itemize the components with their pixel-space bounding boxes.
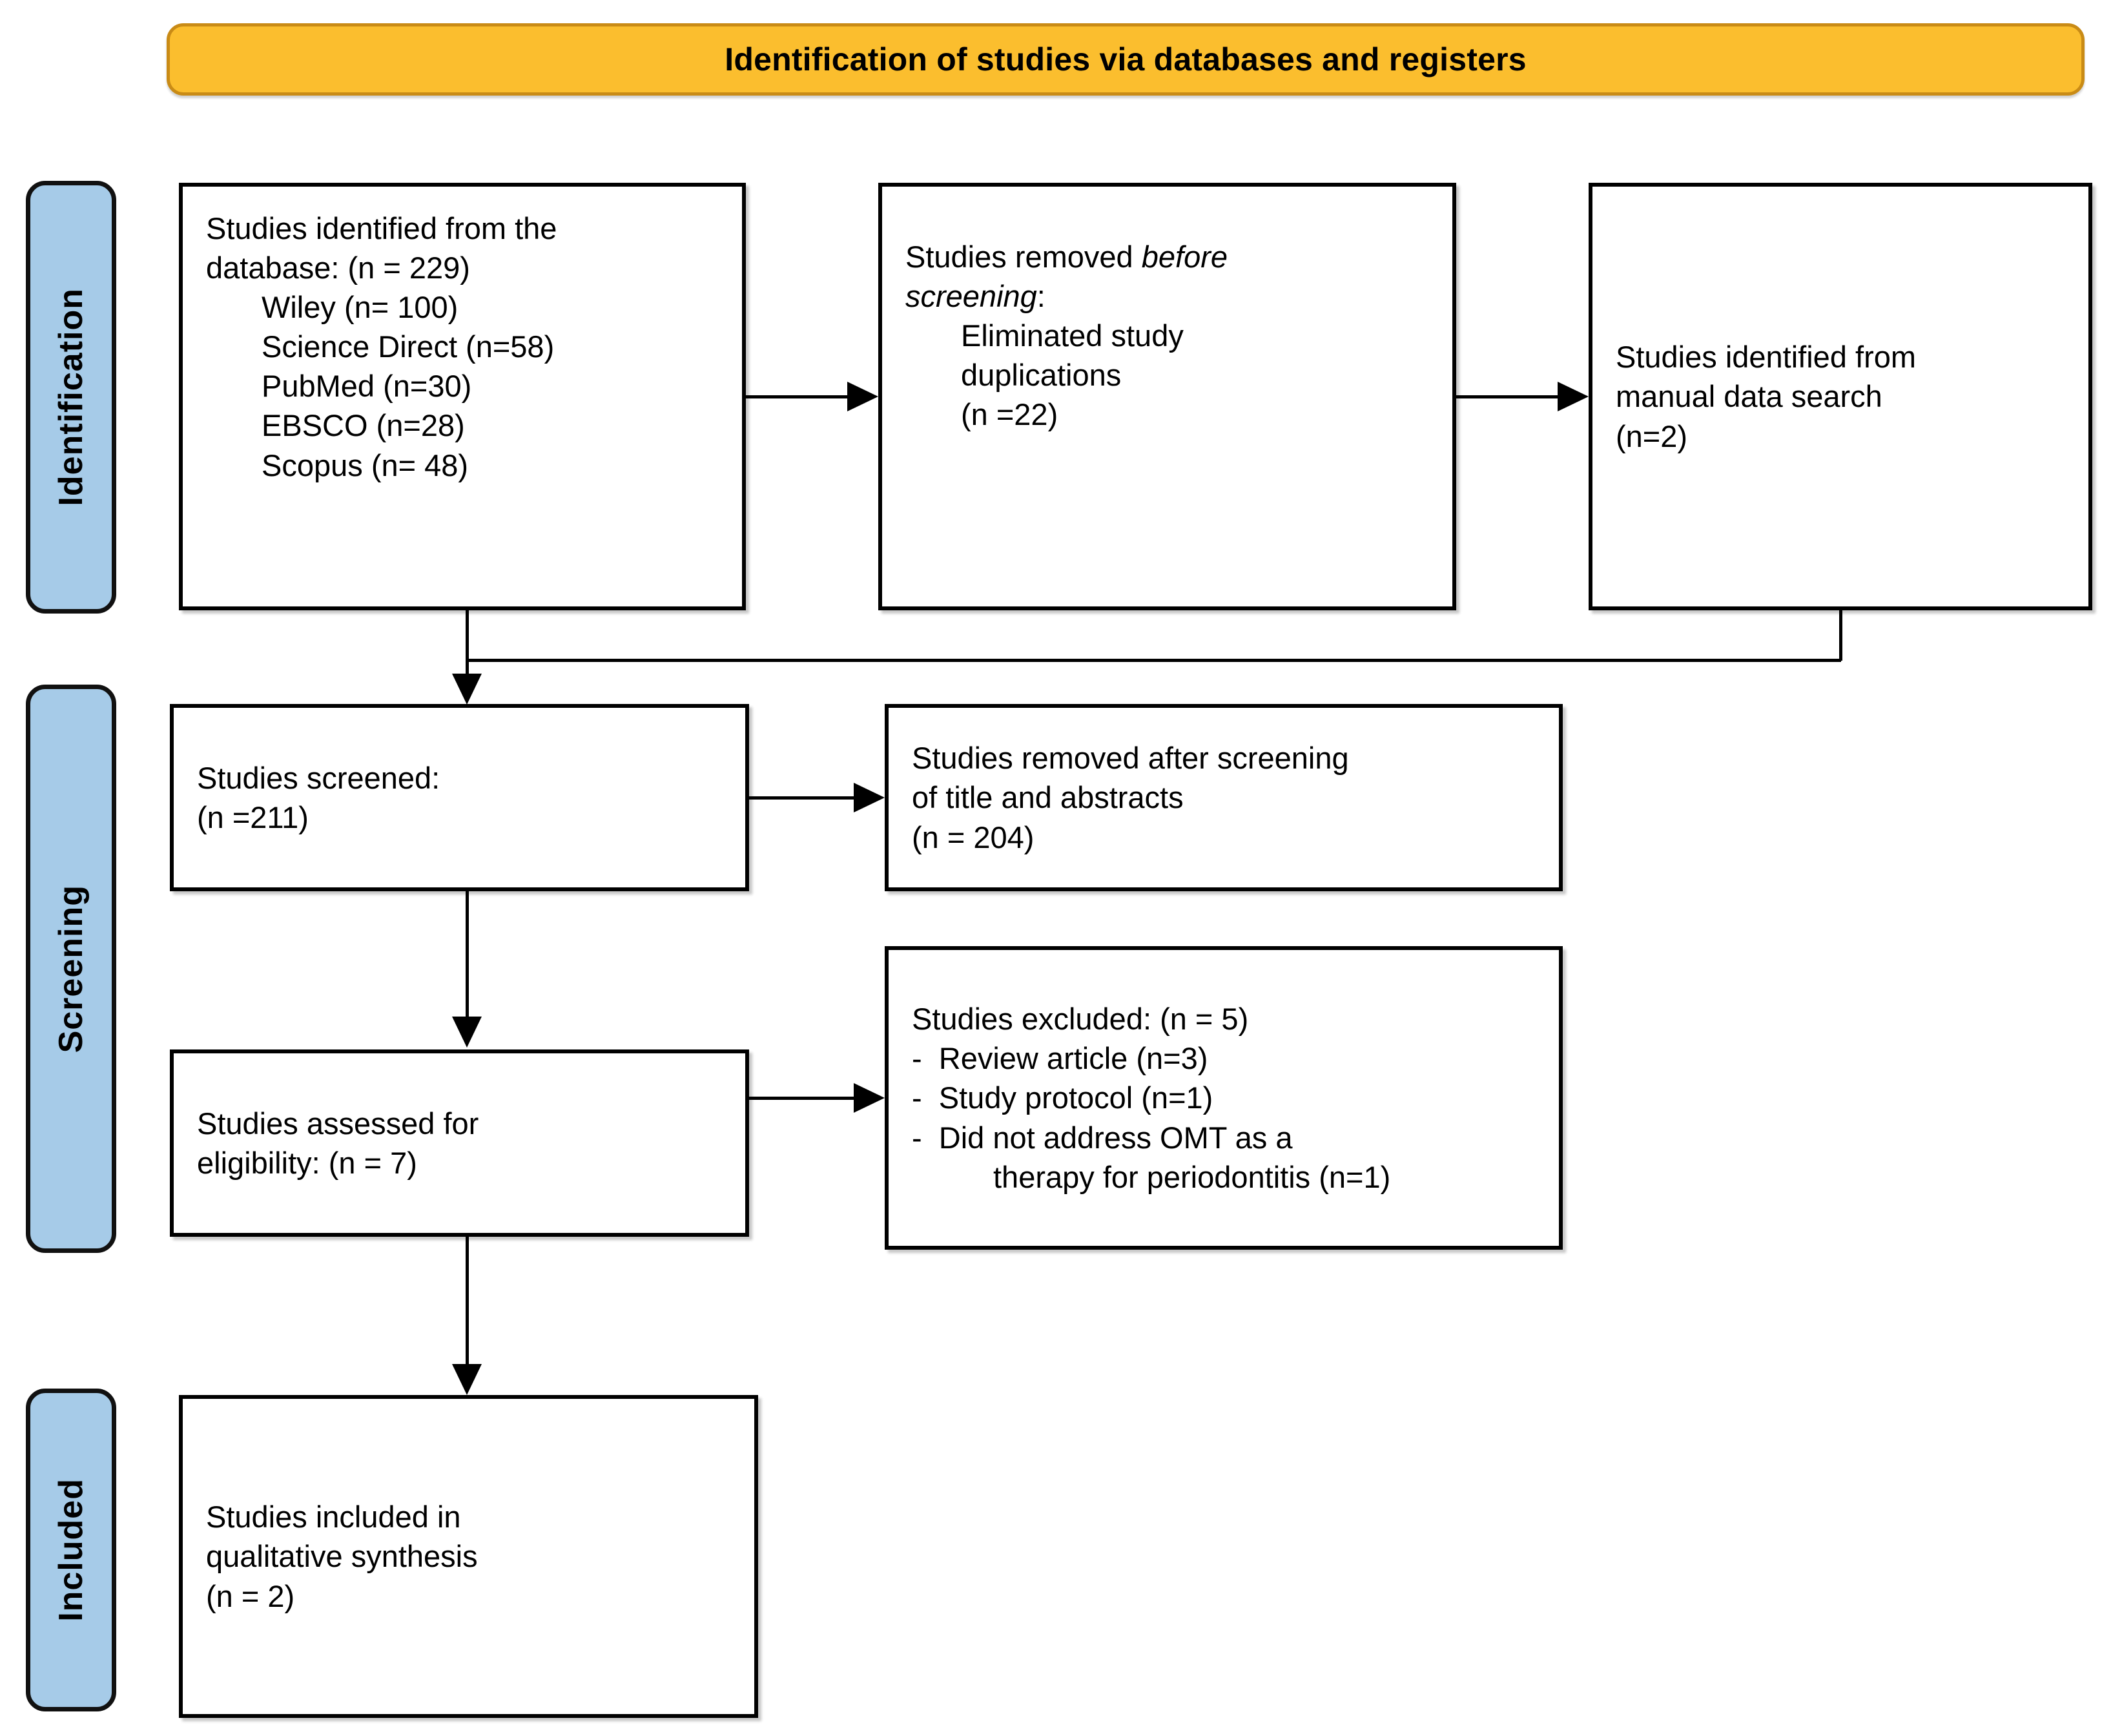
stage-label-screening: Screening [52,884,90,1053]
box-studies-identified-manual-search: Studies identified from manual data sear… [1589,183,2092,610]
connector-identified-down [466,610,469,681]
removed-before-count: (n =22) [961,397,1058,432]
identified-db-source-pubmed: PubMed (n=30) [262,369,472,404]
removed-before-detail2: duplications [961,358,1122,393]
box-studies-removed-before-screening: Studies removed before screening: Elimin… [878,183,1456,610]
identified-db-line2: database: (n = 229) [206,251,470,285]
box-studies-excluded: Studies excluded: (n = 5) - Review artic… [885,946,1563,1250]
removed-before-detail1: Eliminated study [961,318,1184,353]
removed-before-line2: screening: [905,276,1429,316]
connector-manual-search-left [466,659,1841,662]
removed-before-italic-screening: screening [905,279,1037,314]
connector-screened-to-removed-after [749,796,856,800]
included-final-count: (n = 2) [206,1578,295,1613]
manual-search-count: (n=2) [1616,418,1688,453]
included-final-line2: qualitative synthesis [206,1539,478,1574]
box-studies-included-qualitative-synthesis: Studies included in qualitative synthesi… [179,1395,758,1718]
excluded-reason-omt: - Did not address OMT as a [912,1120,1293,1155]
stage-label-included: Included [52,1478,90,1622]
eligibility-line1: Studies assessed for [197,1106,479,1141]
box-studies-screened: Studies screened: (n =211) [170,704,749,891]
removed-before-line1: Studies removed before [905,237,1429,276]
eligibility-line2: eligibility: (n = 7) [197,1146,417,1180]
excluded-reason-review-article: - Review article (n=3) [912,1041,1208,1076]
identified-db-source-science-direct: Science Direct (n=58) [262,329,555,364]
connector-manual-search-down [1839,610,1842,661]
arrowhead-removed-before-to-manual-search [1558,382,1589,411]
connector-removed-before-to-manual-search [1456,395,1560,398]
arrowhead-identified-to-removed-before [847,382,878,411]
removed-before-italic-before: before [1141,240,1228,274]
connector-screened-to-eligibility [466,891,469,1018]
manual-search-line2: manual data search [1616,379,1882,414]
identified-db-source-scopus: Scopus (n= 48) [262,448,469,482]
removed-after-line2: of title and abstracts [912,780,1184,815]
connector-identified-to-removed-before [746,395,849,398]
excluded-reason-study-protocol: - Study protocol (n=1) [912,1080,1213,1115]
stage-bar-identification: Identification [26,181,116,614]
removed-before-prefix: Studies removed [905,240,1142,274]
removed-before-colon: : [1036,279,1046,314]
screened-line1: Studies screened: [197,760,440,795]
excluded-heading: Studies excluded: (n = 5) [912,1002,1249,1037]
box-studies-assessed-eligibility: Studies assessed for eligibility: (n = 7… [170,1049,749,1237]
stage-label-identification: Identification [52,288,90,506]
screened-count: (n =211) [197,800,309,834]
manual-search-line1: Studies identified from [1616,340,1917,375]
arrowhead-eligibility-to-excluded [854,1083,885,1113]
diagram-banner: Identification of studies via databases … [167,23,2085,96]
stage-bar-included: Included [26,1389,116,1711]
identified-db-line1: Studies identified from the [206,211,557,245]
arrowhead-into-screened [452,674,482,705]
connector-eligibility-to-included [466,1237,469,1366]
arrowhead-screened-to-eligibility [452,1017,482,1048]
arrowhead-screened-to-removed-after [854,783,885,812]
identified-db-source-wiley: Wiley (n= 100) [262,290,458,325]
connector-eligibility-to-excluded [749,1097,856,1100]
removed-after-line1: Studies removed after screening [912,741,1349,776]
box-studies-identified-database: Studies identified from the database: (n… [179,183,746,610]
banner-title: Identification of studies via databases … [725,41,1527,78]
box-studies-removed-after-screening: Studies removed after screening of title… [885,704,1563,891]
excluded-reason-omt-cont: therapy for periodontitis (n=1) [993,1159,1391,1194]
arrowhead-eligibility-to-included [452,1364,482,1395]
stage-bar-screening: Screening [26,685,116,1253]
identified-db-source-ebsco: EBSCO (n=28) [262,408,465,443]
removed-after-count: (n = 204) [912,820,1035,854]
included-final-line1: Studies included in [206,1500,461,1534]
